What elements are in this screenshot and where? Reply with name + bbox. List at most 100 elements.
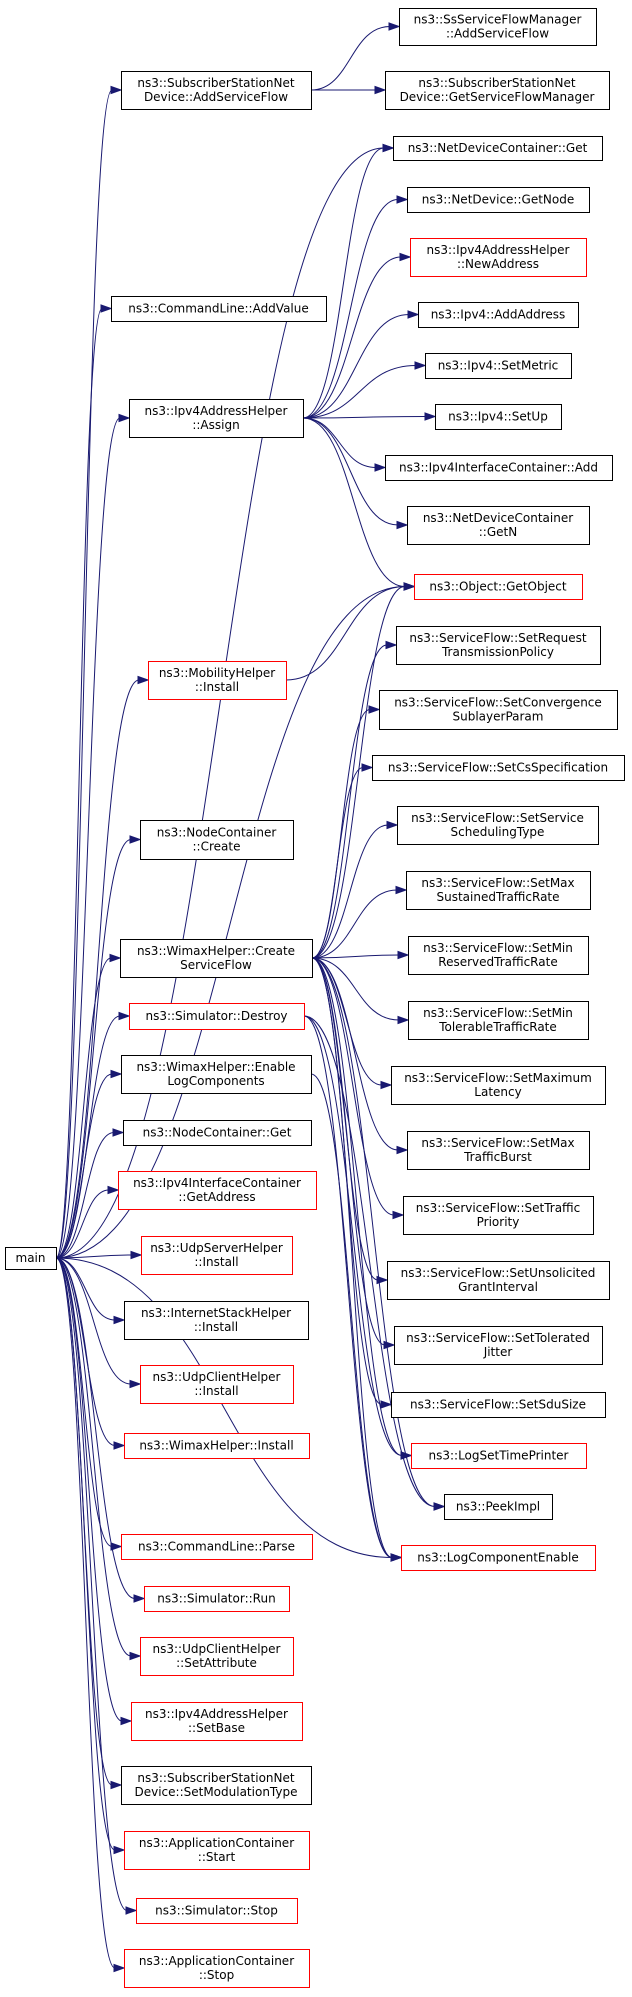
node-nc-create[interactable]: ns3::NodeContainer::Create bbox=[140, 820, 294, 860]
node-udps-install[interactable]: ns3::UdpServerHelper::Install bbox=[141, 1236, 293, 1275]
node-log-settime[interactable]: ns3::LogSetTimePrinter bbox=[411, 1443, 587, 1469]
node-label: ns3::UdpClientHelper bbox=[152, 1370, 280, 1384]
node-ac-start[interactable]: ns3::ApplicationContainer::Start bbox=[124, 1831, 310, 1870]
node-sf-setmaxsust[interactable]: ns3::ServiceFlow::SetMaxSustainedTraffic… bbox=[406, 871, 591, 910]
node-sf-setcs[interactable]: ns3::ServiceFlow::SetCsSpecification bbox=[372, 755, 625, 781]
node-label: GrantInterval bbox=[458, 1280, 538, 1294]
node-label: ns3::WimaxHelper::Create bbox=[137, 944, 295, 958]
node-ipv4h-newaddr[interactable]: ns3::Ipv4AddressHelper::NewAddress bbox=[410, 238, 587, 277]
node-ish-install[interactable]: ns3::InternetStackHelper::Install bbox=[124, 1301, 309, 1340]
node-label: ns3::ServiceFlow::SetSduSize bbox=[410, 1398, 586, 1412]
node-nd-getnode[interactable]: ns3::NetDevice::GetNode bbox=[407, 187, 590, 213]
edge-wh_createsf-to-sf_settoljit bbox=[311, 957, 396, 1350]
node-label: TransmissionPolicy bbox=[441, 645, 554, 659]
edge-main-to-ac_start bbox=[55, 1257, 126, 1855]
node-ipv4h-setbase[interactable]: ns3::Ipv4AddressHelper::SetBase bbox=[131, 1702, 303, 1741]
node-label: TolerableTrafficRate bbox=[438, 1020, 557, 1034]
node-sim-destroy[interactable]: ns3::Simulator::Destroy bbox=[129, 1003, 305, 1030]
node-label: ns3::ServiceFlow::SetTolerated bbox=[406, 1331, 590, 1345]
node-label: ServiceFlow bbox=[180, 958, 252, 972]
node-sss-getmgr[interactable]: ns3::SubscriberStationNetDevice::GetServ… bbox=[385, 71, 610, 110]
node-label: SchedulingType bbox=[451, 825, 545, 839]
node-ndc-get[interactable]: ns3::NetDeviceContainer::Get bbox=[393, 136, 603, 161]
node-label: ::GetAddress bbox=[178, 1190, 255, 1204]
edge-main-to-nc_create bbox=[55, 835, 142, 1259]
node-sf-setmintol[interactable]: ns3::ServiceFlow::SetMinTolerableTraffic… bbox=[408, 1001, 589, 1040]
node-label: ns3::NodeContainer::Get bbox=[143, 1126, 292, 1140]
edge-wh_createsf-to-sf_settrafprio bbox=[311, 957, 405, 1220]
edge-ipv4h_assign-to-ipv4_addaddr bbox=[302, 310, 420, 419]
edge-ipv4h_assign-to-ipv4h_newaddr bbox=[302, 252, 412, 419]
edge-main-to-ac_stop bbox=[55, 1257, 126, 1973]
edge-main-to-nc_get bbox=[55, 1128, 125, 1259]
node-sss-setmod[interactable]: ns3::SubscriberStationNetDevice::SetModu… bbox=[121, 1766, 312, 1805]
node-main[interactable]: main bbox=[5, 1247, 57, 1270]
node-sf-setreqtx[interactable]: ns3::ServiceFlow::SetRequestTransmission… bbox=[396, 626, 601, 665]
node-ipv4-setmetric[interactable]: ns3::Ipv4::SetMetric bbox=[425, 353, 572, 379]
node-label: ns3::LogComponentEnable bbox=[417, 1551, 579, 1565]
node-udpc-install[interactable]: ns3::UdpClientHelper::Install bbox=[140, 1365, 294, 1404]
node-wh-install[interactable]: ns3::WimaxHelper::Install bbox=[124, 1433, 310, 1459]
node-obj-getobject[interactable]: ns3::Object::GetObject bbox=[414, 574, 583, 600]
node-label: Latency bbox=[474, 1085, 521, 1099]
node-ipv4h-assign[interactable]: ns3::Ipv4AddressHelper::Assign bbox=[129, 399, 304, 438]
node-ssfm-add[interactable]: ns3::SsServiceFlowManager::AddServiceFlo… bbox=[399, 8, 597, 46]
node-label: Jitter bbox=[483, 1345, 513, 1359]
node-label: ns3::Object::GetObject bbox=[429, 580, 567, 594]
edges-layer bbox=[55, 22, 446, 1973]
node-label: ns3::Ipv4InterfaceContainer bbox=[133, 1176, 301, 1190]
node-cl-addvalue[interactable]: ns3::CommandLine::AddValue bbox=[111, 296, 327, 322]
node-sf-setconv[interactable]: ns3::ServiceFlow::SetConvergenceSublayer… bbox=[379, 690, 618, 730]
node-label: ns3::NetDeviceContainer::Get bbox=[408, 141, 588, 155]
edge-main-to-wh_enablelog bbox=[55, 1069, 123, 1259]
node-mob-install[interactable]: ns3::MobilityHelper::Install bbox=[148, 661, 287, 700]
edge-main-to-udpc_install bbox=[55, 1257, 142, 1389]
node-ndc-getn[interactable]: ns3::NetDeviceContainer::GetN bbox=[407, 506, 590, 545]
node-sf-setunsol[interactable]: ns3::ServiceFlow::SetUnsolicitedGrantInt… bbox=[387, 1261, 610, 1300]
node-label: ns3::CommandLine::Parse bbox=[138, 1540, 295, 1554]
node-label: ns3::SubscriberStationNet bbox=[137, 1771, 294, 1785]
node-label: SustainedTrafficRate bbox=[436, 890, 559, 904]
node-label: ns3::ServiceFlow::SetRequest bbox=[409, 631, 586, 645]
node-ipv4-addaddr[interactable]: ns3::Ipv4::AddAddress bbox=[418, 302, 579, 328]
edge-ipv4h_assign-to-nd_getnode bbox=[302, 195, 409, 419]
node-label: ns3::ServiceFlow::SetMax bbox=[421, 876, 574, 890]
edge-sim_destroy-to-peekimpl bbox=[303, 1015, 446, 1511]
node-label: ns3::SubscriberStationNet bbox=[418, 76, 575, 90]
node-label: ns3::Ipv4AddressHelper bbox=[427, 243, 570, 257]
node-sf-setsdu[interactable]: ns3::ServiceFlow::SetSduSize bbox=[391, 1392, 606, 1418]
node-label: ::SetAttribute bbox=[176, 1656, 257, 1670]
node-log-compenable[interactable]: ns3::LogComponentEnable bbox=[401, 1545, 596, 1571]
node-udpc-setattr[interactable]: ns3::UdpClientHelper::SetAttribute bbox=[140, 1637, 294, 1676]
node-label: ReservedTrafficRate bbox=[438, 955, 557, 969]
edge-main-to-ipv4h_setbase bbox=[55, 1257, 133, 1726]
node-ipv4ic-add[interactable]: ns3::Ipv4InterfaceContainer::Add bbox=[385, 455, 613, 481]
node-sf-setsched[interactable]: ns3::ServiceFlow::SetServiceSchedulingTy… bbox=[397, 806, 599, 845]
node-sim-stop[interactable]: ns3::Simulator::Stop bbox=[136, 1898, 298, 1924]
node-cl-parse[interactable]: ns3::CommandLine::Parse bbox=[121, 1534, 313, 1560]
node-label: ::Stop bbox=[199, 1968, 234, 1982]
edge-wh_createsf-to-sf_setcs bbox=[311, 763, 374, 959]
node-ipv4ic-getaddr[interactable]: ns3::Ipv4InterfaceContainer::GetAddress bbox=[118, 1171, 317, 1210]
node-nc-get[interactable]: ns3::NodeContainer::Get bbox=[123, 1120, 312, 1146]
edge-main-to-sss_add bbox=[55, 85, 123, 1259]
node-sss-add[interactable]: ns3::SubscriberStationNetDevice::AddServ… bbox=[121, 71, 312, 110]
node-ac-stop[interactable]: ns3::ApplicationContainer::Stop bbox=[124, 1949, 310, 1988]
node-label: ::Install bbox=[194, 1384, 238, 1398]
node-ipv4-setup[interactable]: ns3::Ipv4::SetUp bbox=[435, 404, 562, 430]
node-sf-setminres[interactable]: ns3::ServiceFlow::SetMinReservedTrafficR… bbox=[408, 936, 589, 975]
node-label: ns3::ServiceFlow::SetMax bbox=[421, 1136, 574, 1150]
node-label: ::NewAddress bbox=[457, 257, 539, 271]
node-sim-run[interactable]: ns3::Simulator::Run bbox=[144, 1586, 290, 1612]
node-label: ns3::SsServiceFlowManager bbox=[414, 13, 582, 27]
node-label: ns3::NodeContainer bbox=[157, 826, 277, 840]
node-peekimpl[interactable]: ns3::PeekImpl bbox=[444, 1494, 553, 1520]
node-label: ns3::ApplicationContainer bbox=[139, 1954, 294, 1968]
node-label: ns3::ServiceFlow::SetCsSpecification bbox=[388, 761, 608, 775]
